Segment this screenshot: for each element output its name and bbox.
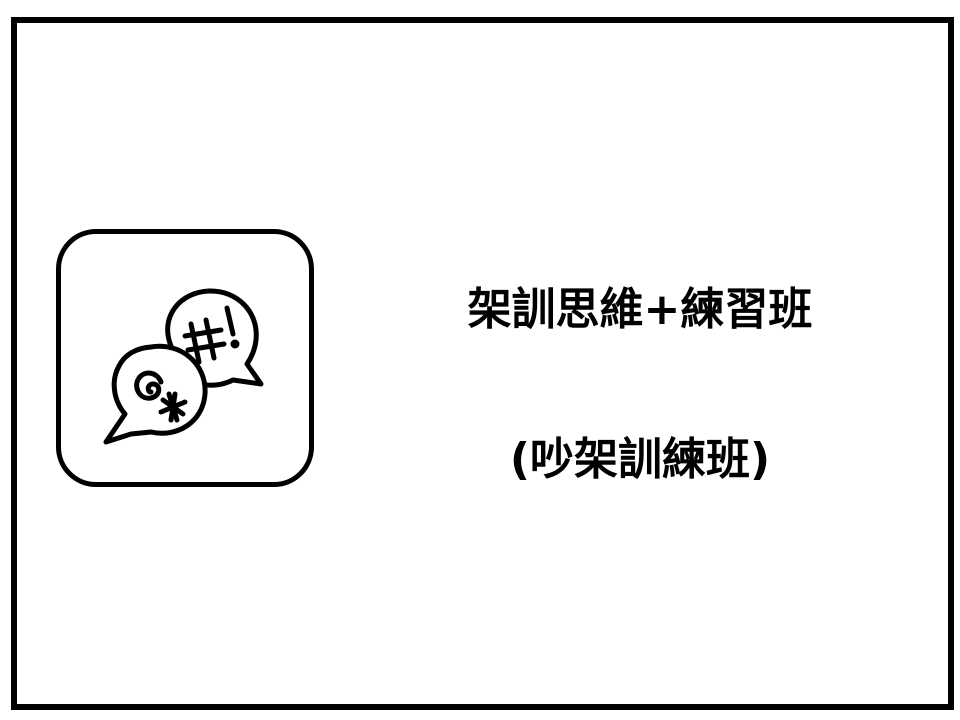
app-icon-tile xyxy=(56,229,314,487)
argument-speech-bubbles-icon xyxy=(103,288,264,445)
page-title: 架訓思維+練習班 xyxy=(467,284,813,335)
page-subtitle: (吵架訓練班) xyxy=(509,434,771,485)
